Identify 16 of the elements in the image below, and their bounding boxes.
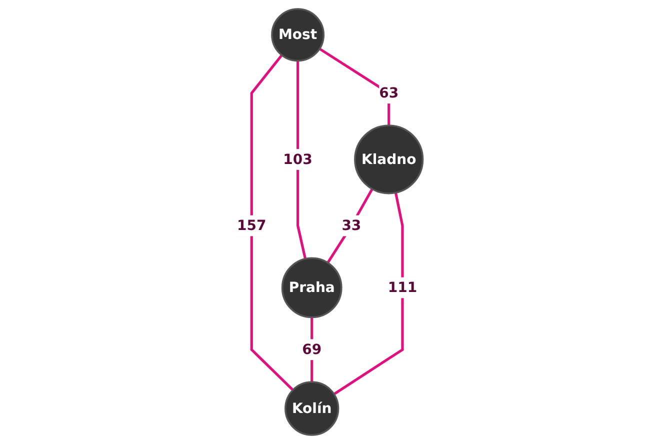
connector — [332, 192, 404, 396]
edge-label: 63 — [378, 84, 398, 101]
node-circle: Kladno — [354, 124, 424, 194]
edge-label: 33 — [341, 216, 361, 234]
node-circle: Praha — [281, 257, 342, 318]
edge-label: 111 — [387, 278, 417, 296]
connector — [250, 54, 294, 391]
connector — [326, 188, 373, 264]
connector — [296, 60, 306, 260]
edge-label: 69 — [302, 340, 322, 358]
node-circle: Kolín — [284, 381, 339, 436]
connector — [318, 48, 390, 126]
edge-label: 103 — [282, 150, 312, 168]
connector — [310, 317, 313, 382]
edge-label: 157 — [236, 216, 266, 234]
node-circle: Most — [270, 8, 324, 62]
